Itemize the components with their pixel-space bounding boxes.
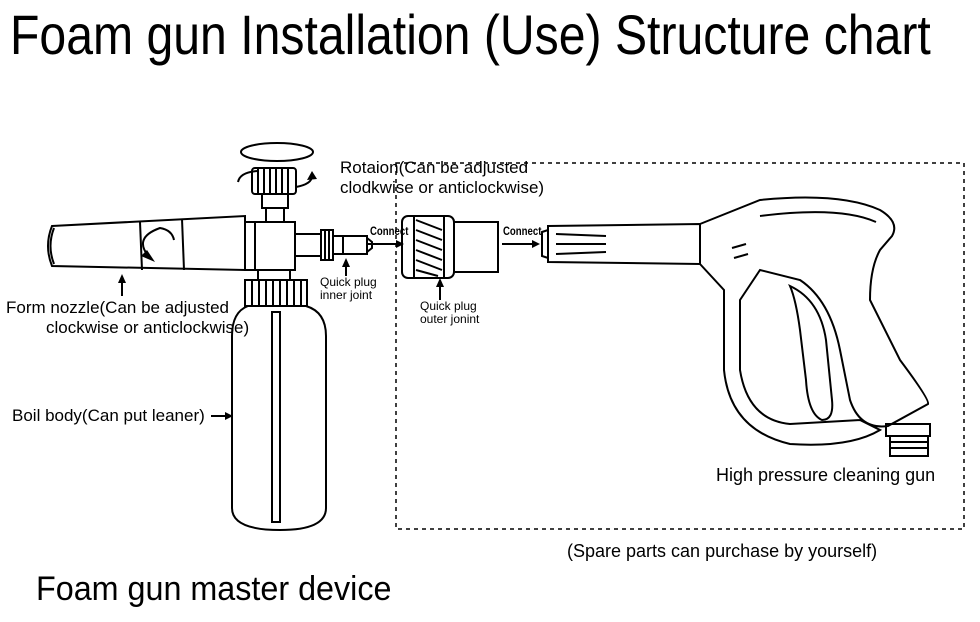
rotation-label-line2: clodkwise or anticlockwise) <box>340 177 545 197</box>
master-device-label: Foam gun master device <box>36 570 392 608</box>
form-nozzle-label-line2: clockwise or anticlockwise) <box>46 317 250 337</box>
quick-plug-inner-joint <box>294 229 373 261</box>
quick-plug-inner-label-line2: inner joint <box>320 288 373 303</box>
adjust-knob <box>251 167 297 223</box>
page-title: Foam gun Installation (Use) Structure ch… <box>10 3 931 66</box>
form-nozzle-label-line1: Form nozzle(Can be adjusted <box>6 298 230 317</box>
rotation-arrow-icon <box>237 170 259 183</box>
quick-plug-inner-label: Quick plug inner joint <box>320 275 377 303</box>
spare-parts-box <box>395 162 965 530</box>
spare-parts-label: (Spare parts can purchase by yourself) <box>567 541 878 561</box>
high-pressure-gun-label: High pressure cleaning gun <box>716 465 936 485</box>
boil-body-label: Boil body(Can put leaner) <box>12 406 205 425</box>
connect-right-label: Connect <box>503 224 542 238</box>
quick-plug-outer-label-line2: outer jonint <box>420 312 480 327</box>
high-pressure-gun <box>541 196 931 457</box>
quick-plug-outer-label-line1: Quick plug <box>420 299 477 313</box>
quick-plug-outer-label: Quick plug outer jonint <box>420 299 480 327</box>
connect-left-label: Connect <box>370 224 409 238</box>
form-nozzle-label: Form nozzle(Can be adjusted clockwise or… <box>6 298 249 337</box>
curved-arrow-icon <box>141 226 175 259</box>
form-nozzle <box>47 214 246 272</box>
quick-plug-inner-label-line1: Quick plug <box>320 275 377 289</box>
quick-plug-outer-joint <box>401 215 499 279</box>
rotation-label-line1: Rotaion(Can be adjusted <box>340 158 529 177</box>
bottle-cap <box>244 269 308 307</box>
boil-body-bottle <box>231 305 327 532</box>
rotation-label: Rotaion(Can be adjusted clodkwise or ant… <box>340 158 544 197</box>
rotation-ring <box>240 142 314 162</box>
